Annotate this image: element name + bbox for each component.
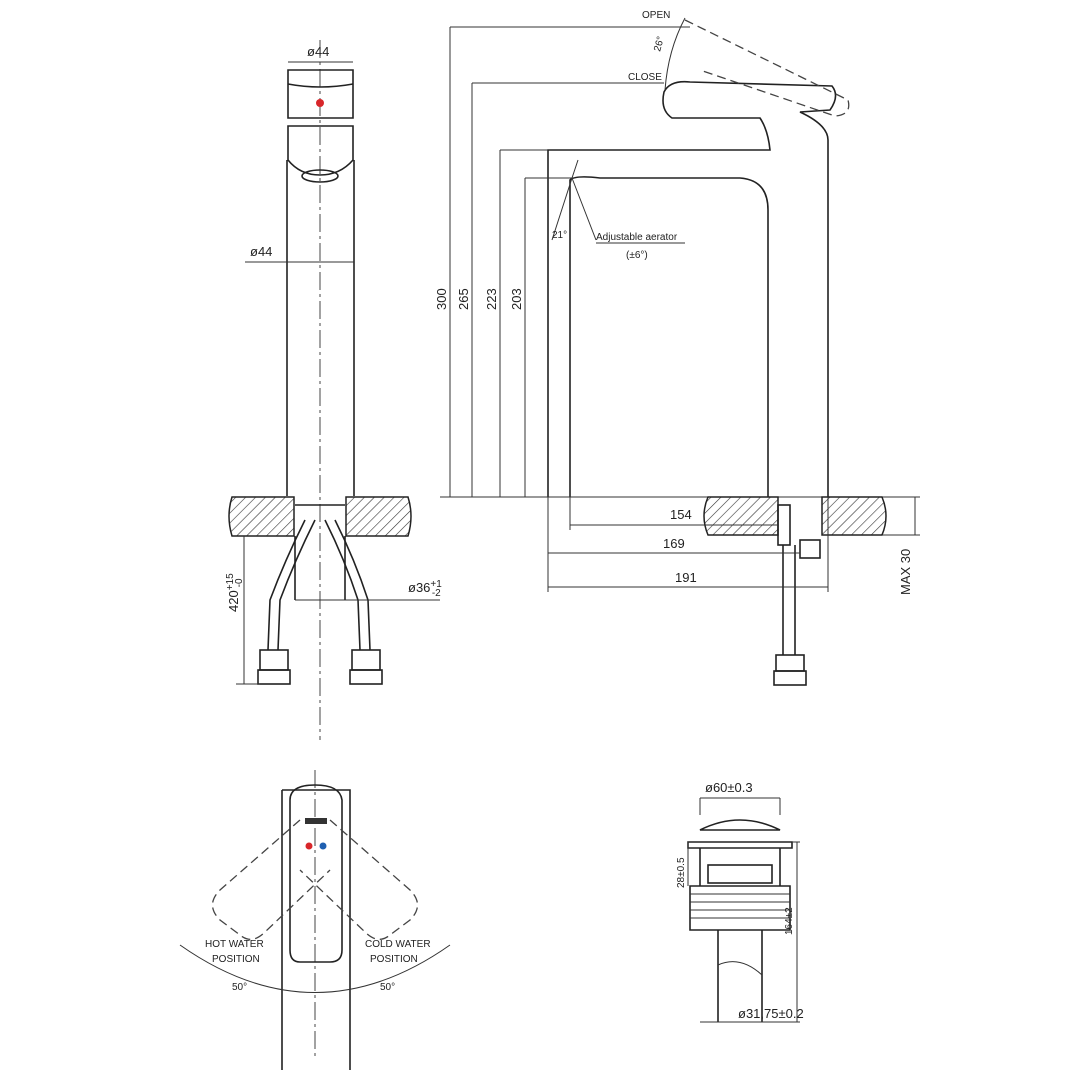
- cold-dot: [319, 842, 327, 850]
- height-300-label: 300: [434, 288, 449, 310]
- open-label: OPEN: [642, 10, 670, 21]
- hot-cold-indicator: [316, 99, 324, 107]
- max-thickness-label: MAX 30: [898, 549, 913, 595]
- waste-total-height-label: 164±2: [784, 907, 795, 935]
- reach-154-label: 154: [670, 507, 692, 522]
- aerator-range-label: (±6°): [626, 250, 648, 261]
- cold-water-label: COLD WATER: [365, 939, 431, 950]
- close-label: CLOSE: [628, 72, 662, 83]
- lever-angle-label: 26°: [652, 35, 667, 52]
- reach-191-label: 191: [675, 570, 697, 585]
- waste-head-height-label: 28±0.5: [676, 857, 687, 888]
- top-diameter-label: ø44: [307, 44, 329, 59]
- waste-top-diameter-label: ø60±0.3: [705, 780, 753, 795]
- top-view: HOT WATER POSITION 50° COLD WATER POSITI…: [179, 770, 451, 1070]
- logo-plate: [305, 818, 327, 824]
- hose-length-label: 420+15-0: [225, 573, 245, 612]
- hole-diameter-label: ø36+1-2: [408, 579, 442, 599]
- front-view: ø44 ø44 420+15-0 ø36+1-2: [225, 40, 442, 740]
- aerator-label: Adjustable aerator: [596, 232, 678, 243]
- side-view: 300 265 223 203 OPEN CLOSE 26° 21° Adjus…: [434, 10, 920, 686]
- waste-thread-diameter-label: ø31,75±0.2: [738, 1006, 804, 1021]
- body-diameter-label: ø44: [250, 244, 272, 259]
- hot-water-label: HOT WATER: [205, 939, 264, 950]
- hot-dot: [305, 842, 313, 850]
- cold-position-label: POSITION: [370, 954, 418, 965]
- height-203-label: 203: [509, 288, 524, 310]
- waste-view: ø60±0.3 28±0.5 164±2 ø31,75±0.2: [676, 780, 804, 1023]
- height-265-label: 265: [456, 288, 471, 310]
- hot-position-label: POSITION: [212, 954, 260, 965]
- aerator-angle-label: 21°: [552, 230, 567, 241]
- reach-169-label: 169: [663, 536, 685, 551]
- cold-angle-label: 50°: [380, 982, 395, 993]
- height-223-label: 223: [484, 288, 499, 310]
- hot-angle-label: 50°: [232, 982, 247, 993]
